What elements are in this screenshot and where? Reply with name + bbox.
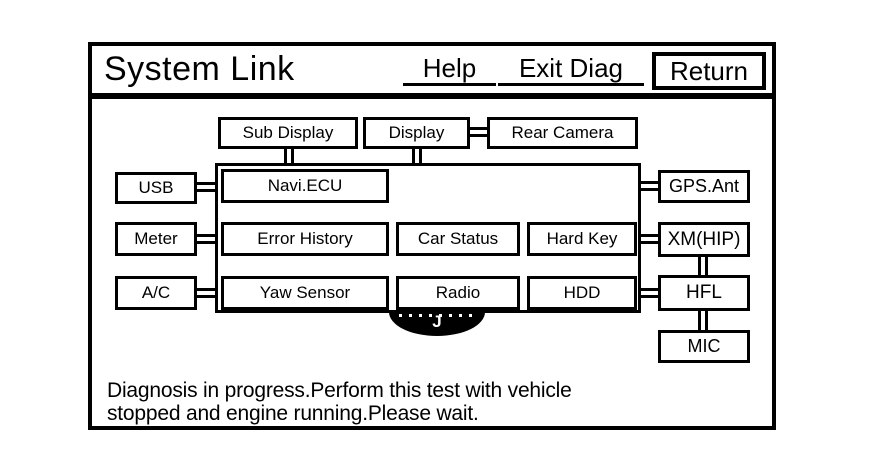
connector-ac-navi bbox=[197, 288, 215, 298]
node-hard-key[interactable]: Hard Key bbox=[527, 222, 637, 256]
connector-display-navi bbox=[412, 149, 422, 163]
node-sub-display[interactable]: Sub Display bbox=[218, 117, 358, 149]
help-link[interactable]: Help bbox=[403, 53, 496, 86]
connector-navi-gps-ant bbox=[641, 181, 658, 191]
node-hfl[interactable]: HFL bbox=[658, 275, 750, 311]
node-meter[interactable]: Meter bbox=[115, 222, 197, 256]
node-usb[interactable]: USB bbox=[115, 172, 197, 204]
exit-diag-link[interactable]: Exit Diag bbox=[498, 53, 644, 86]
node-gps-ant[interactable]: GPS.Ant bbox=[658, 170, 750, 203]
connector-usb-navi bbox=[197, 182, 215, 192]
progress-glyph: J bbox=[432, 312, 442, 331]
connector-hfl-mic bbox=[698, 311, 708, 330]
node-navi-ecu[interactable]: Navi.ECU bbox=[221, 169, 389, 203]
connector-sub-display-navi bbox=[284, 149, 294, 163]
connector-navi-xm-hip bbox=[641, 234, 658, 244]
node-ac[interactable]: A/C bbox=[115, 276, 197, 310]
connector-display-rear-camera bbox=[470, 127, 487, 137]
node-car-status[interactable]: Car Status bbox=[396, 222, 520, 256]
connector-navi-hfl bbox=[641, 288, 658, 298]
status-message-line2: stopped and engine running.Please wait. bbox=[107, 402, 479, 425]
status-message-line1: Diagnosis in progress.Perform this test … bbox=[107, 379, 572, 402]
node-mic[interactable]: MIC bbox=[658, 330, 750, 363]
connector-xm-hip-hfl bbox=[698, 257, 708, 275]
node-yaw-sensor[interactable]: Yaw Sensor bbox=[221, 276, 389, 310]
node-xm-hip[interactable]: XM(HIP) bbox=[658, 222, 750, 257]
node-rear-camera[interactable]: Rear Camera bbox=[487, 117, 638, 149]
node-radio[interactable]: Radio bbox=[396, 276, 520, 310]
status-message: Diagnosis in progress.Perform this test … bbox=[107, 379, 572, 425]
titlebar-divider bbox=[88, 93, 776, 99]
return-button[interactable]: Return bbox=[652, 52, 766, 90]
node-display[interactable]: Display bbox=[363, 117, 470, 149]
page-title: System Link bbox=[104, 50, 295, 88]
connector-meter-navi bbox=[197, 234, 215, 244]
node-hdd[interactable]: HDD bbox=[527, 276, 637, 310]
node-error-history[interactable]: Error History bbox=[221, 222, 389, 256]
